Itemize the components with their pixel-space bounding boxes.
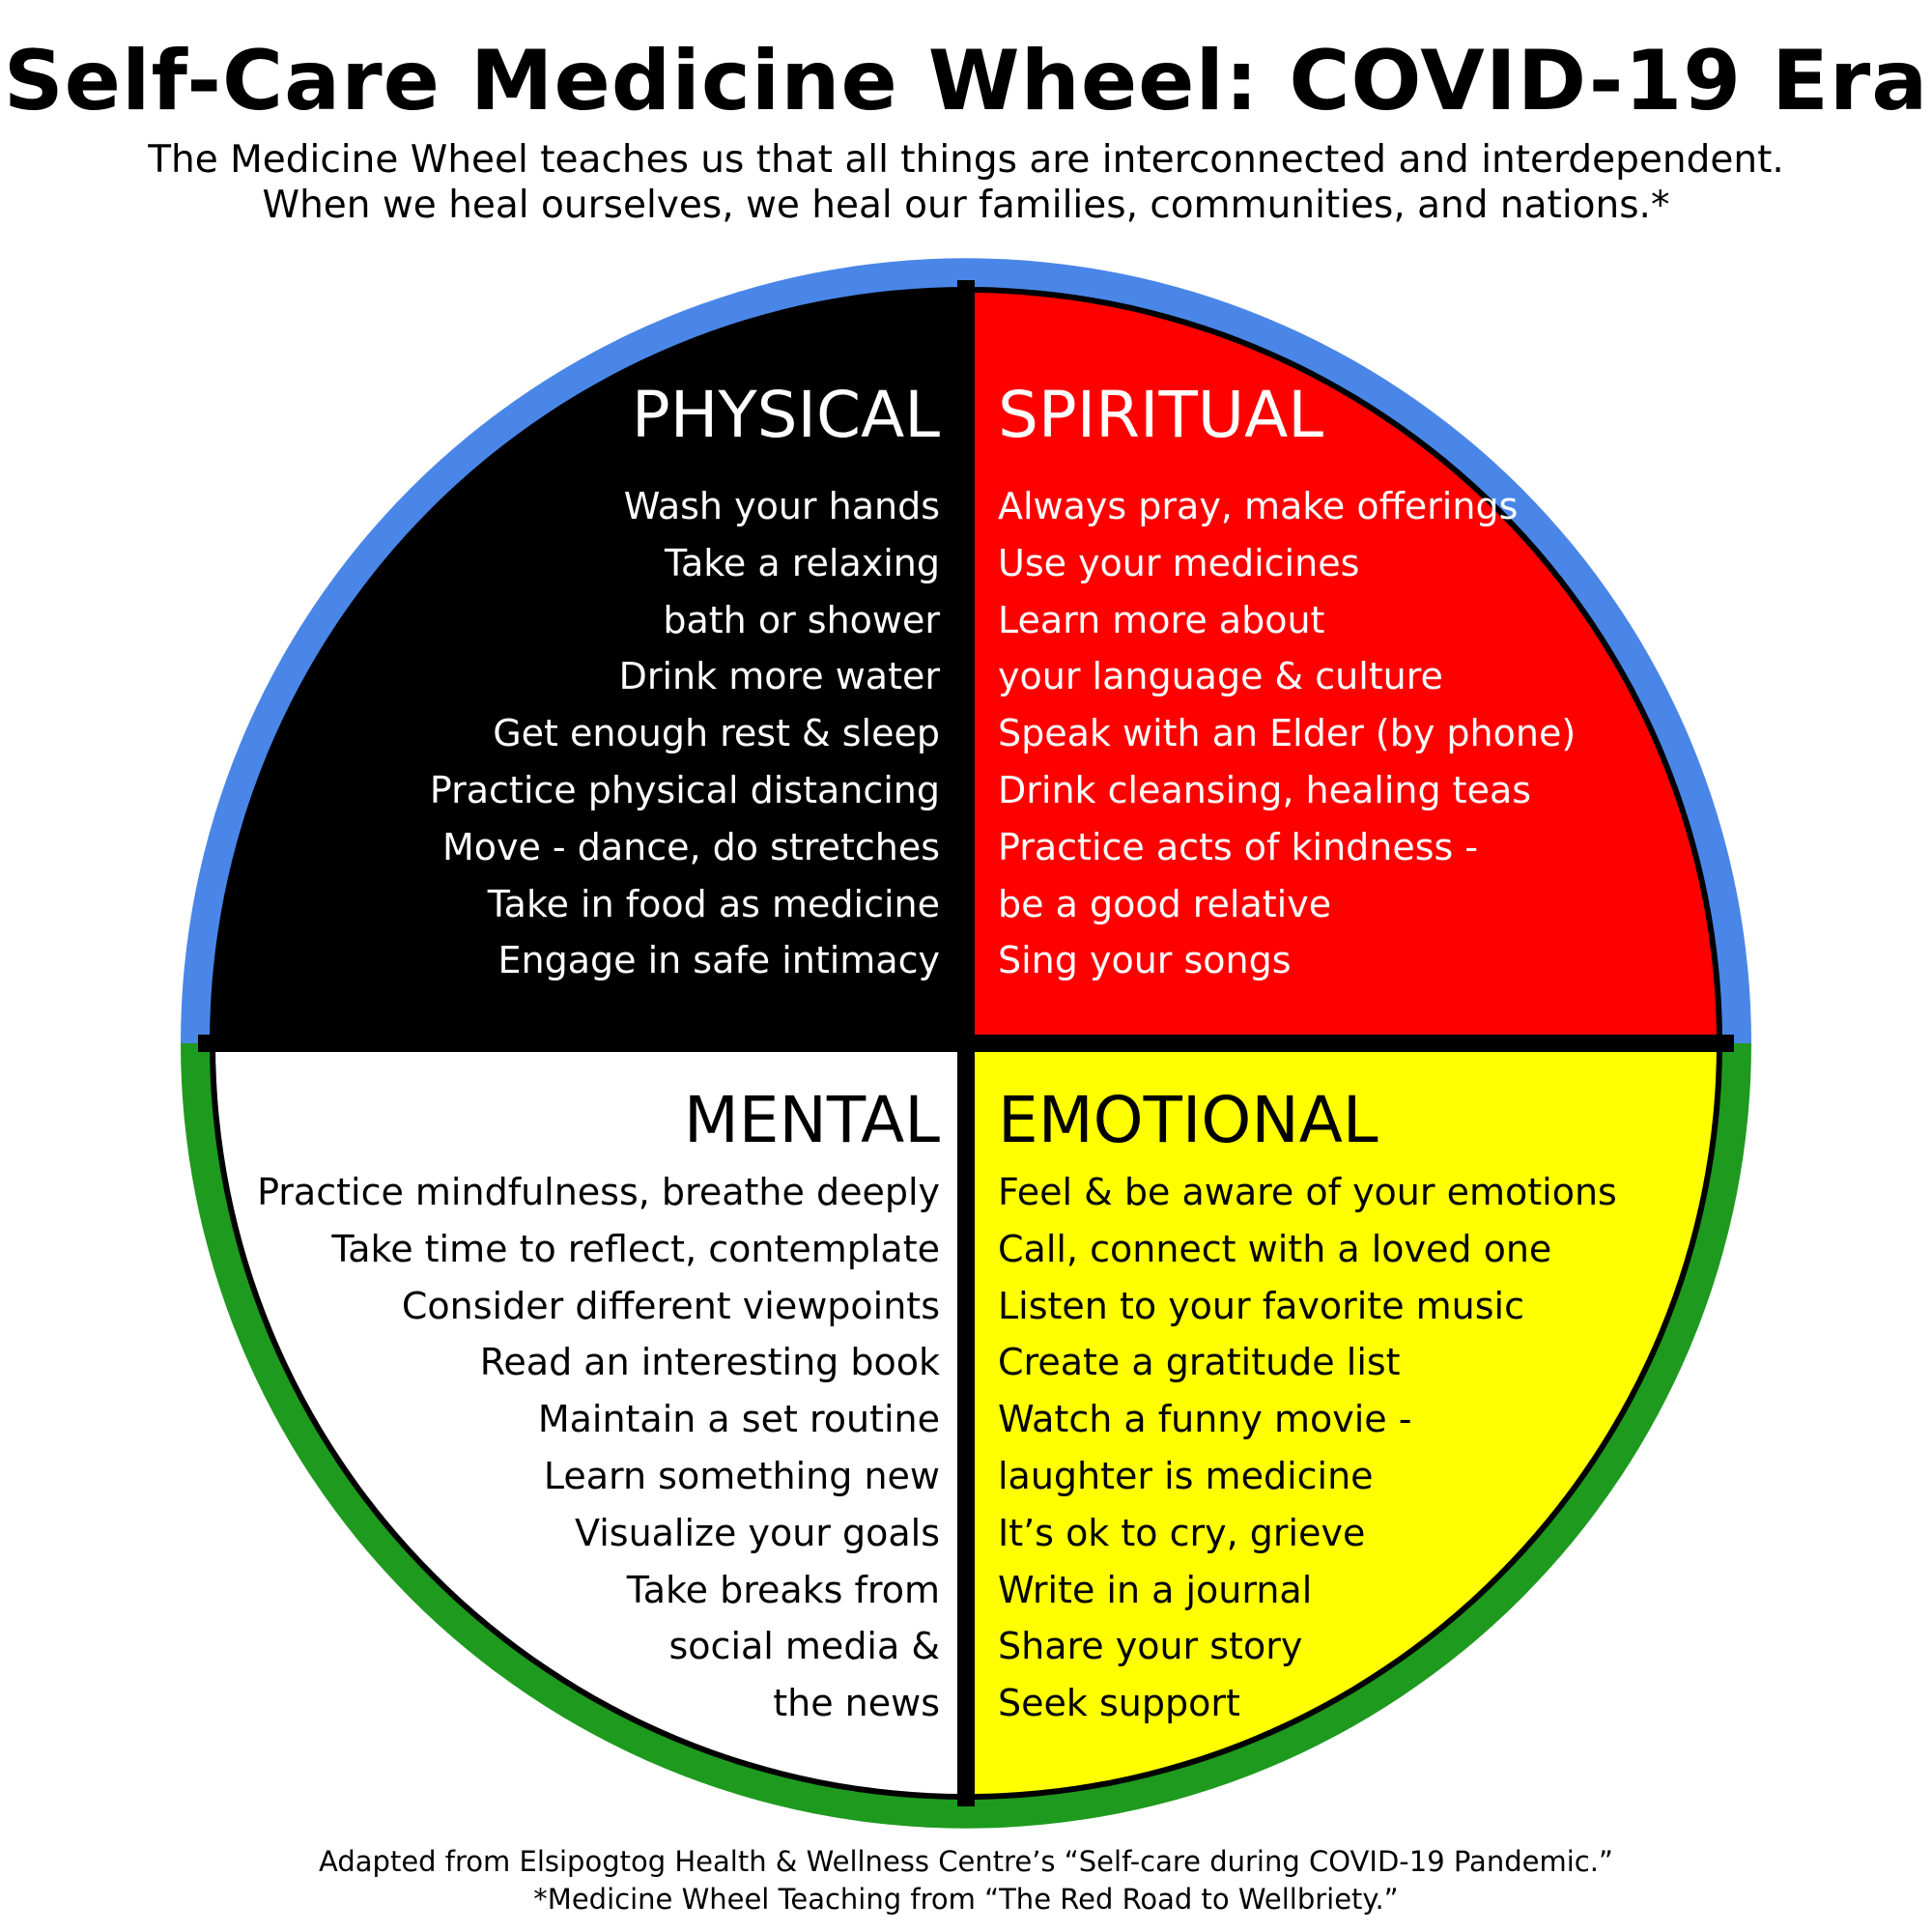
intro-text: The Medicine Wheel teaches us that all t… <box>0 137 1932 228</box>
list-item: Listen to your favorite music <box>998 1284 1525 1327</box>
list-item: Speak with an Elder (by phone) <box>998 712 1577 755</box>
list-item: Use your medicines <box>998 541 1360 584</box>
list-item: Learn something new <box>543 1454 940 1497</box>
list-item: Learn more about <box>998 598 1325 641</box>
spiritual-heading: SPIRITUAL <box>998 378 1324 452</box>
quadrant-physical <box>215 293 966 1043</box>
list-item: Create a gratitude list <box>998 1341 1401 1384</box>
quadrant-emotional <box>966 1043 1717 1794</box>
quadrant-mental <box>215 1043 966 1794</box>
list-item: Sing your songs <box>998 939 1292 982</box>
list-item: Share your story <box>998 1625 1303 1668</box>
footer-credits: Adapted from Elsipogtog Health & Wellnes… <box>0 1843 1932 1918</box>
list-item: Practice physical distancing <box>429 768 940 811</box>
footer-line: *Medicine Wheel Teaching from “The Red R… <box>533 1883 1399 1916</box>
list-item: Take time to reflect, contemplate <box>331 1227 940 1270</box>
list-item: Drink cleansing, healing teas <box>998 768 1532 811</box>
mental-quadrant-text: MENTAL Practice mindfulness, breathe dee… <box>257 1082 940 1732</box>
list-item: be a good relative <box>998 882 1332 925</box>
list-item: laughter is medicine <box>998 1454 1374 1497</box>
list-item: Take in food as medicine <box>487 882 940 925</box>
list-item: Feel & be aware of your emotions <box>998 1171 1617 1213</box>
intro-line: The Medicine Wheel teaches us that all t… <box>148 138 1784 182</box>
list-item: the news <box>773 1682 940 1725</box>
emotional-heading: EMOTIONAL <box>998 1083 1378 1157</box>
list-item: Move - dance, do stretches <box>441 825 940 868</box>
list-item: Get enough rest & sleep <box>493 712 940 755</box>
list-item: Write in a journal <box>998 1568 1313 1611</box>
list-item: Call, connect with a loved one <box>998 1227 1552 1270</box>
quadrant-spiritual <box>966 293 1717 1043</box>
footer-line: Adapted from Elsipogtog Health & Wellnes… <box>319 1845 1613 1878</box>
list-item: Seek support <box>998 1682 1240 1725</box>
list-item: your language & culture <box>998 655 1443 698</box>
list-item: Visualize your goals <box>575 1511 940 1554</box>
list-item: Take a relaxing <box>665 541 940 584</box>
list-item: Read an interesting book <box>479 1341 940 1384</box>
list-item: Always pray, make offerings <box>998 485 1519 527</box>
list-item: bath or shower <box>663 598 940 641</box>
list-item: Practice mindfulness, breathe deeply <box>257 1171 940 1213</box>
physical-heading: PHYSICAL <box>631 378 940 452</box>
intro-line: When we heal ourselves, we heal our fami… <box>262 184 1670 227</box>
list-item: Engage in safe intimacy <box>497 939 940 982</box>
emotional-quadrant-text: EMOTIONAL Feel & be aware of your emotio… <box>998 1082 1617 1732</box>
list-item: Consider different viewpoints <box>401 1284 940 1327</box>
page-title: Self-Care Medicine Wheel: COVID-19 Era <box>3 33 1929 129</box>
list-item: social media & <box>668 1625 941 1668</box>
list-item: Maintain a set routine <box>537 1398 940 1441</box>
list-item: Practice acts of kindness - <box>998 825 1479 868</box>
list-item: Drink more water <box>618 655 940 698</box>
list-item: It’s ok to cry, grieve <box>998 1511 1366 1554</box>
mental-heading: MENTAL <box>683 1083 940 1157</box>
horizontal-divider <box>198 1035 1734 1052</box>
list-item: Wash your hands <box>623 485 940 527</box>
list-item: Take breaks from <box>626 1568 940 1611</box>
list-item: Watch a funny movie - <box>998 1398 1412 1441</box>
